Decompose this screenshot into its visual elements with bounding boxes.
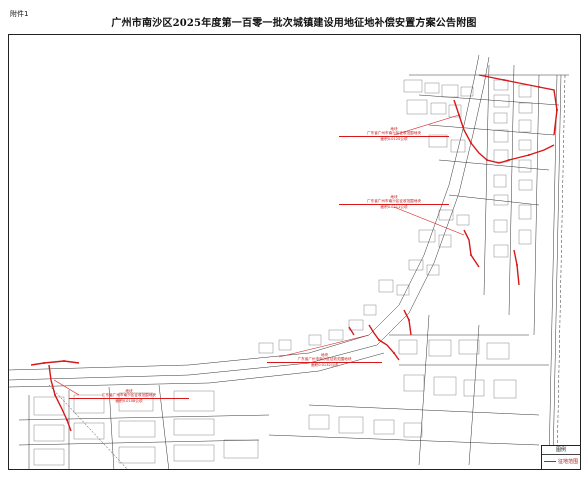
callout-4-line2: 广东省广州市南沙区征收范围地块 bbox=[69, 393, 189, 399]
callout-4-line3: 面积0.0108公顷 bbox=[115, 398, 143, 403]
callout-1-line1: 地块 bbox=[390, 127, 398, 131]
callout-2-line3: 面积0.0211公顷 bbox=[380, 204, 408, 209]
callout-2-line2: 广东省广州市南沙区征收范围地块 bbox=[339, 199, 449, 205]
callout-4-line1: 地块 bbox=[125, 389, 133, 393]
legend-row: 征地范围 bbox=[542, 455, 580, 465]
callout-3: 地块 广东省广州市南沙区征收范围地块 面积0.0132公顷 bbox=[267, 353, 382, 367]
map-frame: 地块 广东省广州市南沙区征收范围地块 面积0.0125公顷 地块 广东省广州市南… bbox=[8, 34, 581, 470]
parcel-texture bbox=[33, 79, 533, 466]
callout-leaders bbox=[53, 114, 465, 396]
callout-3-line2: 广东省广州市南沙区征收范围地块 bbox=[267, 357, 382, 363]
callout-2-line1: 地块 bbox=[390, 195, 398, 199]
callout-3-line3: 面积0.0132公顷 bbox=[311, 362, 338, 367]
legend-item-label: 征地范围 bbox=[558, 459, 579, 465]
attachment-label: 附件1 bbox=[10, 10, 29, 18]
callout-4: 地块 广东省广州市南沙区征收范围地块 面积0.0108公顷 bbox=[69, 389, 189, 403]
callout-2: 地块 广东省广州市南沙区征收范围地块 面积0.0211公顷 bbox=[339, 195, 449, 209]
acquisition-boundaries bbox=[30, 74, 558, 432]
callout-3-line1: 地块 bbox=[320, 353, 329, 357]
page-title: 广州市南沙区2025年度第一百零一批次城镇建设用地征地补偿安置方案公告附图 bbox=[111, 18, 477, 29]
callout-1-line2: 广东省广州市南沙区征收范围地块 bbox=[339, 131, 449, 137]
vertex-marks bbox=[43, 79, 558, 421]
map-legend: 图例 征地范围 bbox=[541, 445, 581, 470]
legend-title: 图例 bbox=[542, 446, 580, 455]
map-canvas bbox=[9, 54, 569, 469]
road-network bbox=[9, 54, 569, 469]
legend-swatch-line bbox=[544, 461, 556, 462]
callout-1-line3: 面积0.0125公顷 bbox=[380, 136, 408, 141]
callout-1: 地块 广东省广州市南沙区征收范围地块 面积0.0125公顷 bbox=[339, 127, 449, 141]
